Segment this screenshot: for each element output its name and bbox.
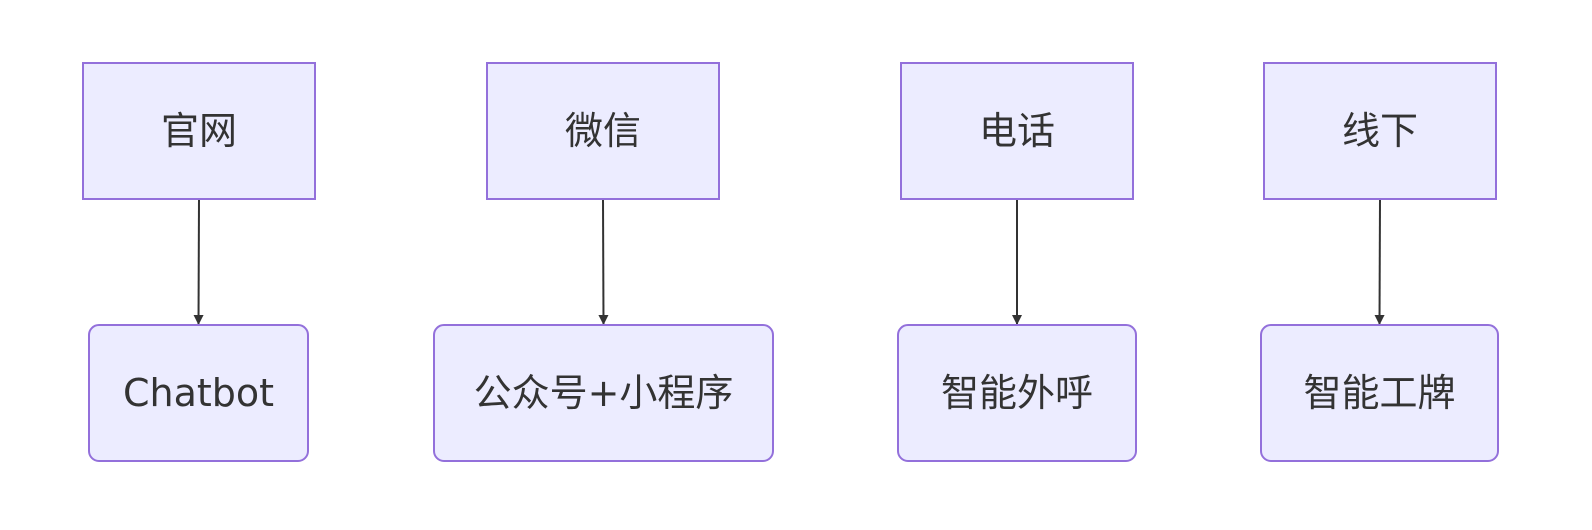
edge-wechat-to-official-account: [598, 198, 609, 325]
node-smart-badge-label: 智能工牌: [1303, 371, 1455, 415]
node-smart-outbound-box: [897, 324, 1137, 462]
edges: [193, 198, 1385, 325]
node-official-account-box: [433, 324, 774, 462]
node-chatbot-box: [88, 324, 309, 462]
node-offline: 线下: [1263, 62, 1497, 200]
node-wechat-box: [486, 62, 720, 200]
node-official-account-label: 公众号+小程序: [474, 371, 734, 415]
nodes: 官网 微信 电话 线下 Chatbot 公众号+小程序 智能外呼 智能工牌: [82, 62, 1499, 462]
node-phone: 电话: [900, 62, 1134, 200]
node-smart-badge: 智能工牌: [1260, 324, 1499, 462]
node-offline-box: [1263, 62, 1497, 200]
node-phone-box: [900, 62, 1134, 200]
node-chatbot: Chatbot: [88, 324, 309, 462]
node-wechat-label: 微信: [565, 109, 641, 153]
node-smart-outbound: 智能外呼: [897, 324, 1137, 462]
node-wechat: 微信: [486, 62, 720, 200]
node-smart-outbound-label: 智能外呼: [941, 371, 1093, 415]
edge-offline-to-smart-badge: [1374, 198, 1385, 325]
node-website: 官网: [82, 62, 316, 200]
node-offline-label: 线下: [1342, 109, 1418, 153]
node-website-box: [82, 62, 316, 200]
node-official-account: 公众号+小程序: [433, 324, 774, 462]
node-phone-label: 电话: [979, 109, 1055, 153]
node-website-label: 官网: [161, 109, 237, 153]
node-smart-badge-box: [1260, 324, 1499, 462]
edge-website-to-chatbot: [193, 198, 204, 325]
node-chatbot-label: Chatbot: [123, 371, 274, 415]
